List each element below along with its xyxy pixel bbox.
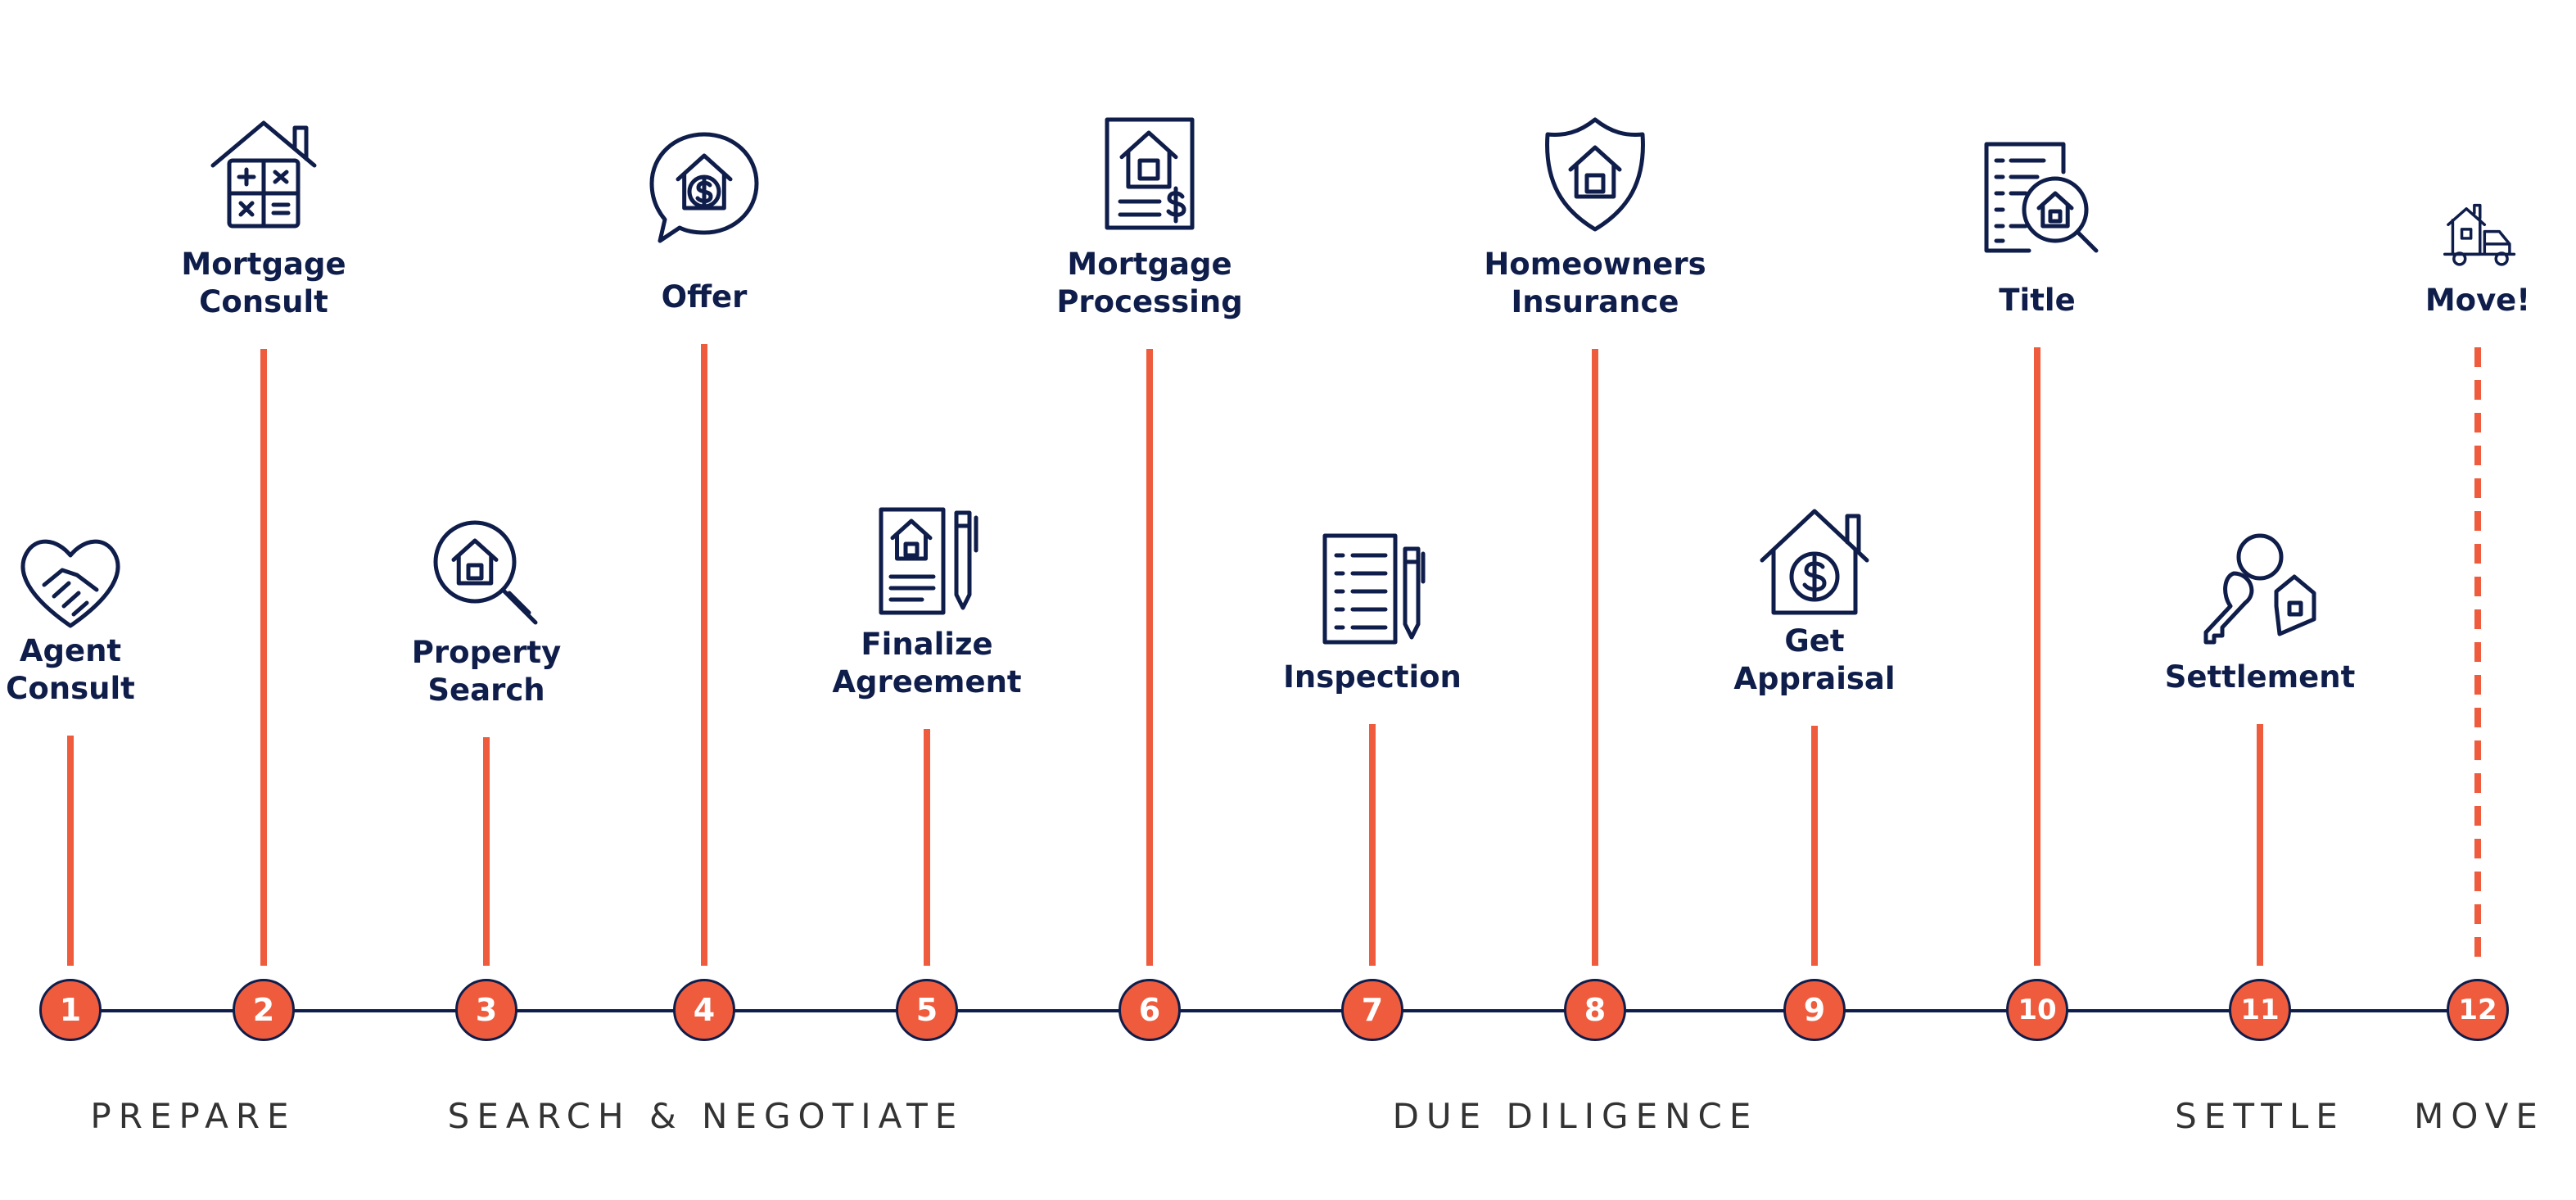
- step-connector-5: [924, 729, 930, 966]
- house-calculator-icon: [205, 115, 323, 233]
- step-connector-4: [701, 344, 707, 966]
- contract-pen-icon: [868, 501, 986, 619]
- step-connector-9: [1811, 726, 1818, 966]
- step-label-line: Consult: [199, 284, 328, 319]
- step-label-11: Settlement: [2121, 659, 2399, 696]
- speech-bubble-dollar-house-icon: [645, 128, 763, 246]
- step-connector-8: [1592, 349, 1598, 966]
- step-number-7: 7: [1341, 979, 1403, 1041]
- step-connector-1: [67, 736, 74, 966]
- step-label-line: Agreement: [832, 664, 1022, 700]
- timeline-axis: [70, 1009, 2478, 1012]
- step-label-line: Get: [1784, 623, 1845, 659]
- step-number-9: 9: [1783, 979, 1846, 1041]
- step-number-6: 6: [1119, 979, 1181, 1041]
- step-label-line: Agent: [19, 633, 122, 668]
- step-label-line: Property: [411, 635, 562, 670]
- step-connector-6: [1146, 349, 1153, 966]
- moving-truck-icon: [2437, 192, 2519, 274]
- step-number-10: 10: [2006, 979, 2068, 1041]
- step-label-12: Move!: [2339, 282, 2576, 319]
- step-connector-2: [260, 349, 267, 966]
- step-label-7: Inspection: [1233, 659, 1512, 696]
- step-label-line: Inspection: [1283, 659, 1462, 695]
- step-label-line: Move!: [2425, 283, 2531, 318]
- step-connector-11: [2257, 724, 2263, 966]
- step-connector-12: [2474, 347, 2481, 966]
- step-label-line: Settlement: [2164, 659, 2356, 695]
- step-label-line: Insurance: [1511, 284, 1679, 319]
- step-label-line: Consult: [6, 671, 135, 706]
- mortgage-document-icon: [1091, 115, 1209, 233]
- phase-label: SEARCH & NEGOTIATE: [447, 1096, 965, 1136]
- step-connector-10: [2034, 347, 2040, 966]
- shield-house-icon: [1536, 115, 1654, 233]
- keys-icon: [2201, 528, 2319, 645]
- step-label-line: Appraisal: [1733, 661, 1896, 696]
- step-label-line: Processing: [1056, 284, 1243, 319]
- step-label-line: Mortgage: [181, 247, 346, 282]
- title-document-magnifier-icon: [1978, 139, 2099, 257]
- phase-label: SETTLE: [2175, 1096, 2345, 1136]
- step-label-4: Offer: [565, 278, 843, 316]
- step-number-3: 3: [455, 979, 517, 1041]
- house-magnifier-icon: [427, 514, 545, 632]
- step-number-8: 8: [1564, 979, 1626, 1041]
- step-number-11: 11: [2229, 979, 2291, 1041]
- step-label-10: Title: [1898, 282, 2176, 319]
- phase-label: DUE DILIGENCE: [1392, 1096, 1759, 1136]
- phase-label: MOVE: [2414, 1096, 2545, 1136]
- handshake-heart-icon: [11, 521, 129, 639]
- step-number-5: 5: [896, 979, 958, 1041]
- step-label-line: Homeowners: [1484, 247, 1706, 282]
- step-number-12: 12: [2447, 979, 2509, 1041]
- step-connector-3: [483, 737, 490, 966]
- step-number-4: 4: [673, 979, 735, 1041]
- step-number-1: 1: [39, 979, 102, 1041]
- step-label-line: Title: [1999, 283, 2076, 318]
- step-label-line: Finalize: [861, 627, 993, 662]
- house-dollar-icon: [1756, 501, 1873, 619]
- step-label-line: Offer: [661, 279, 748, 315]
- step-label-line: Search: [427, 672, 545, 708]
- phase-label: PREPARE: [90, 1096, 296, 1136]
- step-label-line: Mortgage: [1067, 247, 1232, 282]
- step-connector-7: [1369, 724, 1376, 966]
- checklist-pen-icon: [1313, 529, 1431, 647]
- step-number-2: 2: [233, 979, 295, 1041]
